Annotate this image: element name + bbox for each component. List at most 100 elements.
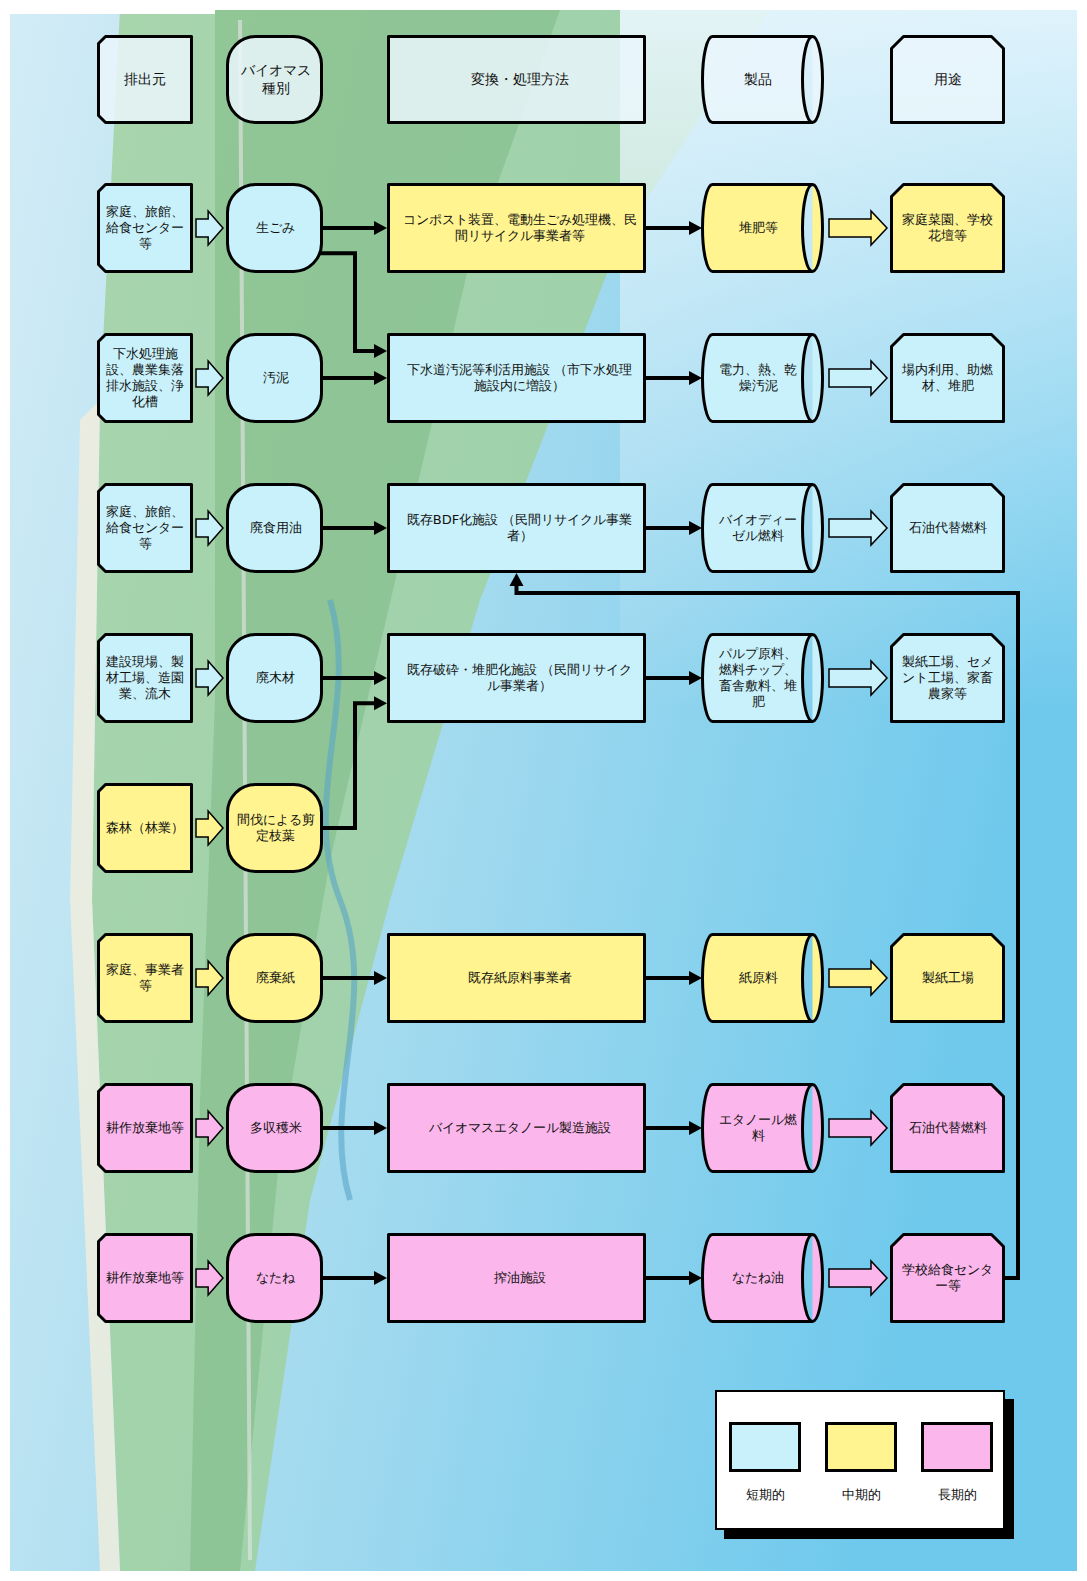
node-text: 廃棄紙 (236, 970, 315, 986)
node-text: 製紙工場、セメント工場、家畜農家等 (898, 654, 997, 703)
bio-box: 間伐による剪定枝葉 (226, 783, 323, 873)
use-box: 製紙工場 (890, 933, 1005, 1023)
node-text: 家庭、旅館、給食センター等 (105, 504, 185, 553)
node-text: 多収穫米 (236, 1120, 315, 1136)
node-text: 場内利用、助燃材、堆肥 (898, 362, 997, 395)
node-text: 堆肥等 (716, 220, 800, 236)
prod-box: バイオディーゼル燃料 (700, 483, 826, 573)
prod-box: 堆肥等 (700, 183, 826, 273)
flow-arrow (196, 511, 223, 545)
flow-arrow (323, 371, 387, 385)
use-box: 石油代替燃料 (890, 1083, 1005, 1173)
bio-box: 廃木材 (226, 633, 323, 723)
node-text: エタノール燃料 (716, 1112, 800, 1145)
prod-box: 紙原料 (700, 933, 826, 1023)
flow-arrow (829, 511, 887, 545)
node-text: 電力、熱、乾燥汚泥 (716, 362, 800, 395)
bio-box: 廃棄紙 (226, 933, 323, 1023)
flow-arrow (829, 661, 887, 695)
node-text: 既存BDF化施設 （民間リサイクル事業者） (401, 512, 638, 545)
use-box: 学校給食センター等 (890, 1233, 1005, 1323)
node-text: 耕作放棄地等 (105, 1120, 185, 1136)
legend-box: 短期的中期的長期的 (715, 1390, 1005, 1530)
flow-arrow (323, 671, 387, 685)
flow-arrow (323, 221, 387, 235)
legend-swatch (729, 1422, 801, 1472)
legend-label: 長期的 (912, 1486, 1002, 1504)
prod-box: エタノール燃料 (700, 1083, 826, 1173)
node-text: 排出元 (105, 71, 185, 89)
flow-arrow (196, 361, 223, 395)
node-text: なたね油 (716, 1270, 800, 1286)
conv-box: 既存紙原料事業者 (387, 933, 646, 1023)
node-text: 既存破砕・堆肥化施設 （民間リサイクル事業者） (401, 662, 638, 695)
flow-arrow (323, 971, 387, 985)
prod-box: パルプ原料、燃料チップ、畜舎敷料、堆肥 (700, 633, 826, 723)
src-box: 下水処理施設、農業集落排水施設、浄化槽 (97, 333, 193, 423)
column-header: 排出元 (97, 35, 193, 124)
use-box: 家庭菜園、学校花壇等 (890, 183, 1005, 273)
legend-label: 短期的 (720, 1486, 810, 1504)
flow-arrow (829, 211, 887, 245)
src-box: 家庭、旅館、給食センター等 (97, 483, 193, 573)
node-text: 家庭菜園、学校花壇等 (898, 212, 997, 245)
node-text: 建設現場、製材工場、造園業、流木 (105, 654, 185, 703)
bio-box: 汚泥 (226, 333, 323, 423)
flow-arrow (323, 1271, 387, 1285)
conv-box: コンポスト装置、電動生ごみ処理機、民間リサイクル事業者等 (387, 183, 646, 273)
src-box: 家庭、旅館、給食センター等 (97, 183, 193, 273)
conv-box: 既存BDF化施設 （民間リサイクル事業者） (387, 483, 646, 573)
flow-arrow (829, 961, 887, 995)
src-box: 家庭、事業者等 (97, 933, 193, 1023)
column-header: 製品 (700, 35, 826, 124)
flow-arrow (196, 811, 223, 845)
node-text: 変換・処理方法 (401, 71, 638, 89)
use-box: 石油代替燃料 (890, 483, 1005, 573)
node-text: 下水道汚泥等利活用施設 （市下水処理施設内に増設） (401, 362, 638, 395)
bio-box: 廃食用油 (226, 483, 323, 573)
node-text: 製紙工場 (898, 970, 997, 986)
conv-box: バイオマスエタノール製造施設 (387, 1083, 646, 1173)
node-text: 廃木材 (236, 670, 315, 686)
legend-label: 中期的 (816, 1486, 906, 1504)
node-text: 間伐による剪定枝葉 (236, 812, 315, 845)
use-box: 場内利用、助燃材、堆肥 (890, 333, 1005, 423)
flow-arrow (829, 1261, 887, 1295)
node-text: 生ごみ (236, 220, 315, 236)
node-text: 耕作放棄地等 (105, 1270, 185, 1286)
bio-box: 多収穫米 (226, 1083, 323, 1173)
flow-arrow (646, 371, 702, 385)
flow-arrow (829, 361, 887, 395)
src-box: 建設現場、製材工場、造園業、流木 (97, 633, 193, 723)
flow-arrow (196, 1111, 223, 1145)
node-text: バイオマス種別 (236, 62, 315, 97)
legend-swatch (921, 1422, 993, 1472)
node-text: 石油代替燃料 (898, 520, 997, 536)
node-text: コンポスト装置、電動生ごみ処理機、民間リサイクル事業者等 (401, 212, 638, 245)
src-box: 森林（林業） (97, 783, 193, 873)
flow-arrow (646, 671, 702, 685)
bio-box: なたね (226, 1233, 323, 1323)
src-box: 耕作放棄地等 (97, 1083, 193, 1173)
conv-box: 既存破砕・堆肥化施設 （民間リサイクル事業者） (387, 633, 646, 723)
node-text: 紙原料 (716, 970, 800, 986)
node-text: 学校給食センター等 (898, 1262, 997, 1295)
column-header: 用途 (890, 35, 1005, 124)
flow-arrow (323, 696, 387, 828)
conv-box: 搾油施設 (387, 1233, 646, 1323)
prod-box: なたね油 (700, 1233, 826, 1323)
flow-arrow (318, 253, 387, 358)
flow-arrow (196, 211, 223, 245)
node-text: 石油代替燃料 (898, 1120, 997, 1136)
node-text: 既存紙原料事業者 (401, 970, 638, 986)
flow-arrow (196, 961, 223, 995)
column-header: バイオマス種別 (226, 35, 323, 124)
node-text: バイオディーゼル燃料 (716, 512, 800, 545)
node-text: 家庭、旅館、給食センター等 (105, 204, 185, 253)
flow-arrow (196, 1261, 223, 1295)
flow-arrow (196, 661, 223, 695)
flow-arrow (829, 1111, 887, 1145)
node-text: パルプ原料、燃料チップ、畜舎敷料、堆肥 (716, 646, 800, 711)
flow-arrow (646, 521, 702, 535)
